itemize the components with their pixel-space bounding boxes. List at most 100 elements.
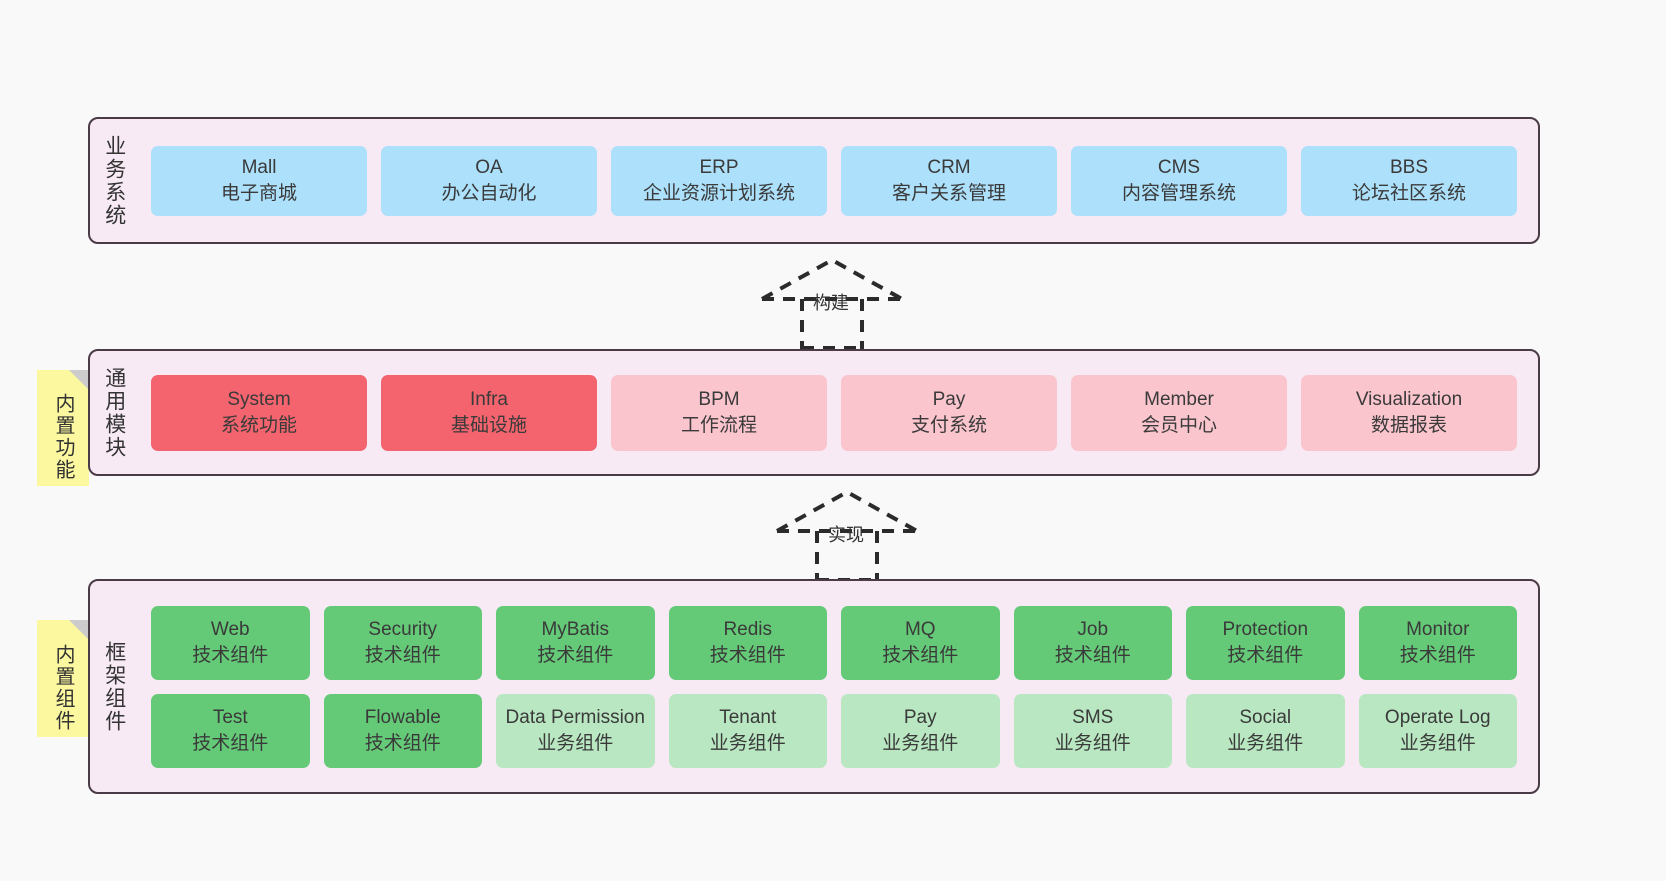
connector-implement: 实现	[760, 487, 935, 582]
chip-sms[interactable]: SMS 业务组件	[1013, 693, 1172, 768]
chip-protection[interactable]: Protection 技术组件	[1186, 605, 1345, 680]
chip-cell: CMS 内容管理系统	[1064, 145, 1294, 216]
chip-cell: Data Permission 业务组件	[489, 693, 662, 768]
chip-subtitle: 技术组件	[1054, 644, 1131, 666]
chip-title: Infra	[469, 389, 509, 411]
chip-security[interactable]: Security 技术组件	[323, 605, 482, 680]
chip-title: Monitor	[1406, 619, 1470, 641]
chip-subtitle: 办公自动化	[441, 182, 537, 204]
layer-panel-business: 业务系统 Mall 电子商城 OA 办公自动化 ERP	[88, 117, 1540, 244]
chip-system[interactable]: System 系统功能	[151, 374, 367, 451]
chip-subtitle: 客户关系管理	[891, 182, 1006, 204]
chip-title: Test	[212, 707, 248, 729]
chip-cell: Pay 支付系统	[834, 374, 1064, 451]
chip-subtitle: 技术组件	[364, 732, 441, 754]
chip-cell: Redis 技术组件	[662, 605, 835, 680]
chip-cell: Monitor 技术组件	[1352, 605, 1525, 680]
chip-subtitle: 工作流程	[680, 414, 757, 436]
layer-panel-framework: 框架组件 Web 技术组件 Security 技术组件	[88, 579, 1540, 794]
arrowhead-triangle	[761, 257, 903, 301]
chip-erp[interactable]: ERP 企业资源计划系统	[611, 145, 827, 216]
chip-cell: BPM 工作流程	[604, 374, 834, 451]
connector-label-implement: 实现	[828, 525, 864, 545]
chip-pay-module[interactable]: Pay 支付系统	[841, 374, 1057, 451]
chip-subtitle: 电子商城	[220, 182, 297, 204]
chip-crm[interactable]: CRM 客户关系管理	[841, 145, 1057, 216]
chip-cell: Mall 电子商城	[144, 145, 374, 216]
chip-row-tech: Web 技术组件 Security 技术组件 MyBatis 技术组件	[144, 605, 1525, 680]
chip-cell: BBS 论坛社区系统	[1294, 145, 1524, 216]
chip-oa[interactable]: OA 办公自动化	[381, 145, 597, 216]
chip-operate-log[interactable]: Operate Log 业务组件	[1358, 693, 1517, 768]
chip-test[interactable]: Test 技术组件	[151, 693, 310, 768]
chip-cell: Infra 基础设施	[374, 374, 604, 451]
chip-title: System	[227, 389, 291, 411]
chip-subtitle: 业务组件	[537, 732, 614, 754]
chip-subtitle: 系统功能	[220, 414, 297, 436]
chip-title: Tenant	[719, 707, 777, 729]
chip-data-permission[interactable]: Data Permission 业务组件	[496, 693, 655, 768]
chip-mybatis[interactable]: MyBatis 技术组件	[496, 605, 655, 680]
chip-subtitle: 论坛社区系统	[1351, 182, 1466, 204]
connector-label-build: 构建	[813, 293, 849, 313]
chip-subtitle: 业务组件	[1227, 732, 1304, 754]
chip-tenant[interactable]: Tenant 业务组件	[668, 693, 827, 768]
chip-subtitle: 技术组件	[364, 644, 441, 666]
chip-social[interactable]: Social 业务组件	[1186, 693, 1345, 768]
chip-mall[interactable]: Mall 电子商城	[151, 145, 367, 216]
chip-title: MyBatis	[541, 619, 610, 641]
chip-mq[interactable]: MQ 技术组件	[841, 605, 1000, 680]
chip-subtitle: 内容管理系统	[1121, 182, 1236, 204]
chip-title: BPM	[698, 389, 740, 411]
chip-subtitle: 技术组件	[709, 644, 786, 666]
chip-title: CMS	[1157, 157, 1201, 179]
chip-flowable[interactable]: Flowable 技术组件	[323, 693, 482, 768]
chip-cell: SMS 业务组件	[1007, 693, 1180, 768]
chip-subtitle: 技术组件	[1227, 644, 1304, 666]
chip-title: CRM	[927, 157, 971, 179]
chip-cell: Web 技术组件	[144, 605, 317, 680]
chip-bbs[interactable]: BBS 论坛社区系统	[1301, 145, 1517, 216]
chip-cell: Social 业务组件	[1179, 693, 1352, 768]
chip-title: Operate Log	[1384, 707, 1491, 729]
chip-job[interactable]: Job 技术组件	[1013, 605, 1172, 680]
chip-cell: Operate Log 业务组件	[1352, 693, 1525, 768]
chip-cell: Member 会员中心	[1064, 374, 1294, 451]
chip-monitor[interactable]: Monitor 技术组件	[1358, 605, 1517, 680]
chip-cms[interactable]: CMS 内容管理系统	[1071, 145, 1287, 216]
chip-subtitle: 基础设施	[450, 414, 527, 436]
chip-subtitle: 业务组件	[1399, 732, 1476, 754]
layer-title-modules: 通用模块	[102, 366, 126, 459]
chip-cell: Security 技术组件	[317, 605, 490, 680]
arrowhead-triangle	[776, 489, 918, 533]
chip-pay-component[interactable]: Pay 业务组件	[841, 693, 1000, 768]
chip-redis[interactable]: Redis 技术组件	[668, 605, 827, 680]
chip-subtitle: 支付系统	[910, 414, 987, 436]
chip-title: Protection	[1222, 619, 1309, 641]
chip-title: Member	[1144, 389, 1214, 411]
sticky-note-builtin-features: 内置功能	[37, 370, 89, 486]
layer-body-business: Mall 电子商城 OA 办公自动化 ERP 企业资源计划系统	[138, 119, 1538, 242]
chip-visualization[interactable]: Visualization 数据报表	[1301, 374, 1517, 451]
chip-title: BBS	[1389, 157, 1429, 179]
sticky-note-builtin-components: 内置组件	[37, 620, 89, 737]
chip-cell: MyBatis 技术组件	[489, 605, 662, 680]
layer-title-framework: 框架组件	[102, 640, 126, 733]
layer-panel-modules: 通用模块 System 系统功能 Infra 基础设施	[88, 349, 1540, 476]
chip-subtitle: 业务组件	[709, 732, 786, 754]
chip-infra[interactable]: Infra 基础设施	[381, 374, 597, 451]
chip-cell: ERP 企业资源计划系统	[604, 145, 834, 216]
chip-cell: Flowable 技术组件	[317, 693, 490, 768]
chip-bpm[interactable]: BPM 工作流程	[611, 374, 827, 451]
chip-subtitle: 技术组件	[537, 644, 614, 666]
chip-subtitle: 技术组件	[192, 732, 269, 754]
chip-member[interactable]: Member 会员中心	[1071, 374, 1287, 451]
chip-subtitle: 业务组件	[882, 732, 959, 754]
chip-title: Social	[1239, 707, 1292, 729]
chip-title: Pay	[932, 389, 966, 411]
layer-body-modules: System 系统功能 Infra 基础设施 BPM 工作流程	[138, 351, 1538, 474]
chip-web[interactable]: Web 技术组件	[151, 605, 310, 680]
chip-subtitle: 技术组件	[882, 644, 959, 666]
layer-body-framework: Web 技术组件 Security 技术组件 MyBatis 技术组件	[138, 581, 1538, 792]
